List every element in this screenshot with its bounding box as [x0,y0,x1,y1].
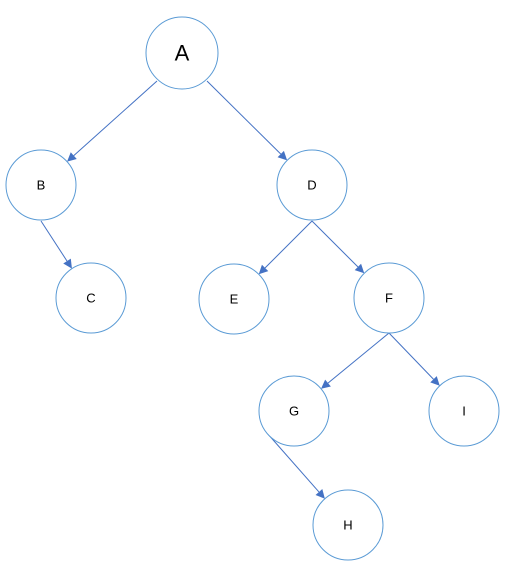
node-i: I [428,375,500,447]
node-circle [428,375,500,447]
arrowhead-icon [315,489,325,499]
edge-line [40,220,68,262]
arrowhead-icon [354,263,365,274]
node-circle [353,262,425,334]
edge-d-e [258,220,313,275]
node-e: E [198,263,270,335]
node-circle [55,262,127,334]
edges-layer [40,80,440,499]
node-label: G [289,404,299,419]
node-circle [312,489,384,561]
node-label: A [175,41,190,66]
edge-b-c [40,220,72,269]
arrowhead-icon [430,376,440,386]
edge-f-i [388,332,440,386]
node-f: F [353,262,425,334]
node-label: D [307,178,316,193]
node-label: I [462,404,466,419]
node-label: H [343,518,352,533]
node-circle [5,149,77,221]
nodes-layer: A B C D E F G H I [5,16,500,561]
node-circle [276,149,348,221]
node-a: A [145,16,219,90]
edge-a-d [206,80,288,161]
node-label: F [385,291,393,306]
edge-f-g [321,332,390,389]
node-label: C [86,291,95,306]
edge-g-h [266,432,325,499]
node-h: H [312,489,384,561]
edge-line [206,80,282,155]
edge-d-f [311,220,365,274]
node-circle [198,263,270,335]
node-c: C [55,262,127,334]
node-circle [145,16,219,90]
edge-line [311,220,359,268]
arrowhead-icon [67,152,77,162]
node-circle [258,375,330,447]
node-label: E [230,292,239,307]
node-g: G [258,375,330,447]
edge-line [264,220,313,269]
edge-line [327,332,390,384]
node-b: B [5,149,77,221]
arrowhead-icon [63,258,72,269]
arrowhead-icon [258,264,269,275]
edge-line [388,332,434,380]
arrowhead-icon [277,150,288,161]
edge-a-b [67,80,158,162]
edge-line [73,80,158,157]
arrowhead-icon [321,379,331,389]
node-d: D [276,149,348,221]
edge-line [266,432,320,493]
node-label: B [37,178,46,193]
